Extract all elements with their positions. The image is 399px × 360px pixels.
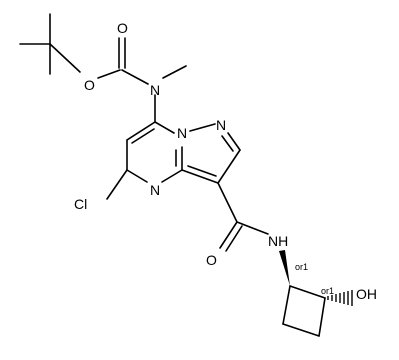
pyrazole-nitrogen-label: N <box>216 117 226 133</box>
wedge-bond <box>279 250 290 286</box>
chlorine-label: Cl <box>74 196 87 212</box>
bond <box>131 128 155 144</box>
pyrimidine-nitrogen-label: N <box>150 182 160 198</box>
bond <box>126 169 148 183</box>
bond <box>225 225 243 252</box>
bond <box>282 323 320 337</box>
amide-nh-label: NH <box>268 233 288 249</box>
bond <box>106 169 128 200</box>
carbonyl-oxygen-label: O <box>117 20 128 36</box>
bond <box>126 121 156 141</box>
bond <box>181 169 219 184</box>
bond <box>154 121 175 134</box>
bond <box>318 297 326 337</box>
bond <box>221 135 234 152</box>
bond <box>227 132 241 151</box>
bond <box>49 43 81 73</box>
bond <box>217 182 238 223</box>
bond <box>217 149 241 184</box>
bond <box>161 169 183 183</box>
stereo-label-c2: or1 <box>321 286 334 296</box>
amide-oxygen-label: O <box>206 252 217 268</box>
bond <box>289 285 326 299</box>
bond <box>162 65 187 79</box>
bridgehead-nitrogen-label: N <box>177 125 187 141</box>
bond <box>97 69 121 79</box>
bond <box>219 221 238 249</box>
ester-oxygen-label: O <box>84 77 95 93</box>
bond <box>282 285 291 325</box>
bond <box>187 165 217 177</box>
stereo-label-c1: or1 <box>295 262 308 272</box>
bond <box>121 69 149 85</box>
bond <box>189 123 216 132</box>
hydroxyl-label: OH <box>356 286 377 302</box>
bond-lines <box>19 13 326 337</box>
hashed-bond <box>327 290 353 306</box>
carbamate-nitrogen-label: N <box>150 82 160 98</box>
bond <box>236 221 269 235</box>
